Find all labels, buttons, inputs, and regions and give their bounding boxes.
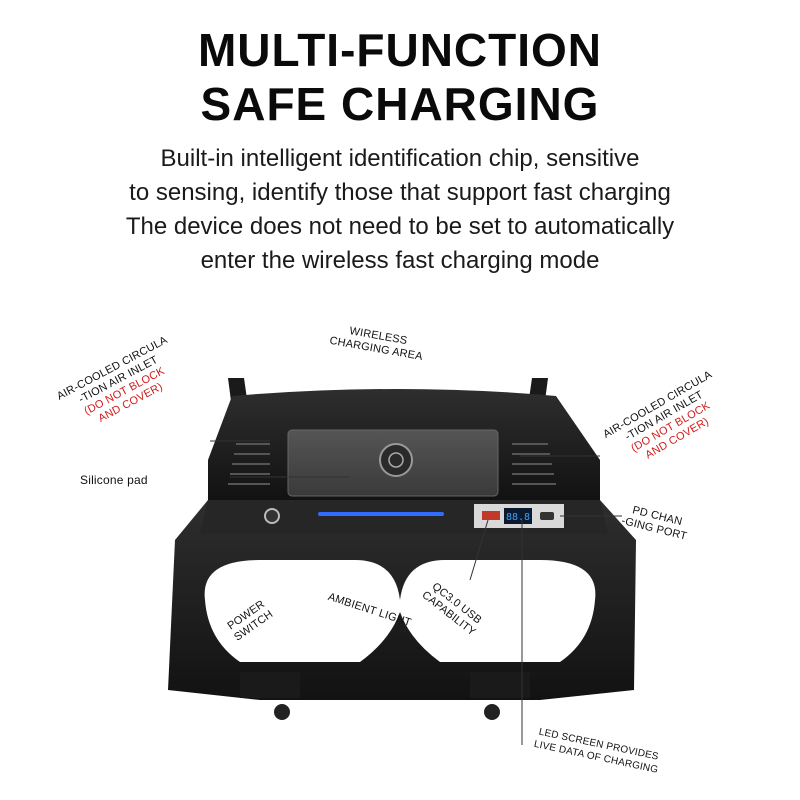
wireless-coil-icon [379,443,413,477]
ambient-light-bar [318,512,444,516]
pd-port [540,512,554,520]
air-vent-left [228,443,270,485]
led-readout: 88.8 [506,512,530,523]
description-line-1: Built-in intelligent identification chip… [160,145,640,172]
headline-line-1: MULTI-FUNCTION [197,24,603,76]
screw-2 [484,704,500,720]
qc-usb-port [482,511,500,520]
label-silicone-pad: Silicone pad [80,473,148,487]
led-screen [504,508,532,524]
clip-2 [470,672,530,698]
description-line-2: to sensing, identify those that support … [129,179,671,206]
clip-1 [240,672,300,698]
cup-holder-openings [204,560,596,662]
air-vent-right [512,443,556,485]
power-switch-icon [264,508,280,524]
callout-lines [210,440,622,745]
description-line-3: The device does not need to be set to au… [125,213,675,240]
description-line-4: enter the wireless fast charging mode [200,247,600,274]
screw-1 [274,704,290,720]
headline-line-2: SAFE CHARGING [200,78,600,130]
